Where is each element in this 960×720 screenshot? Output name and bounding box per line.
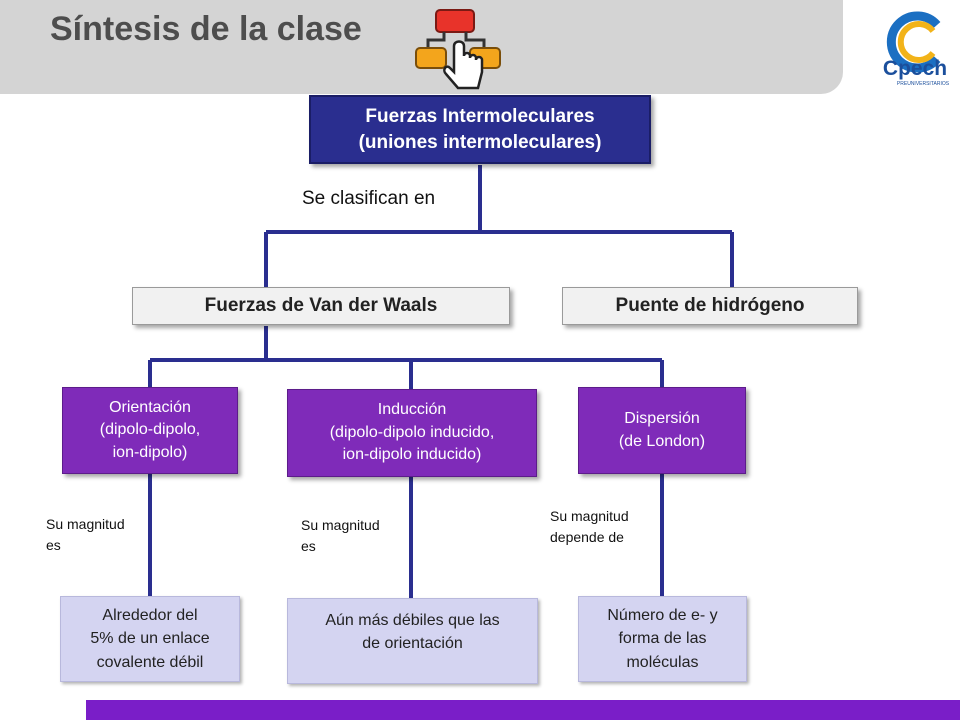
dispersion-line2: (de London) [618,432,706,450]
root-node: Fuerzas Intermoleculares (uniones interm… [309,95,651,164]
hbond-node: Puente de hidrógeno [562,287,858,325]
result-node-3: Número de e- y forma de las moléculas [578,596,747,682]
induction-node: Inducción (dipolo-dipolo inducido, ion-d… [287,389,537,477]
logo-subtext: PREUNIVERSITARIOS [897,81,950,87]
classify-label: Se clasifican en [302,188,436,209]
cpech-logo: Cpech PREUNIVERSITARIOS [883,11,950,87]
bottom-bar [86,700,960,720]
orientation-line3: ion-dipolo) [112,443,188,461]
orientation-line2: (dipolo-dipolo, [99,421,201,439]
root-line2: (uniones intermoleculares) [358,131,602,153]
orientation-node: Orientación (dipolo-dipolo, ion-dipolo) [62,387,238,474]
result1-line1: Alrededor del [102,607,198,625]
result2-line2: de orientación [362,635,463,653]
result1-line2: 5% de un enlace [90,630,210,648]
vdw-node: Fuerzas de Van der Waals [132,287,510,325]
result2-line1: Aún más débiles que las [325,612,500,629]
result3-line2: forma de las [618,630,707,648]
page-title: Síntesis de la clase [50,10,362,48]
result1-line3: covalente débil [96,653,204,671]
induction-line2: (dipolo-dipolo inducido, [329,423,495,441]
flowchart-pointer-icon [415,9,501,90]
magnitude-label-2: Su magnitud es [301,517,380,554]
induction-line1: Inducción [377,401,447,419]
induction-line3: ion-dipolo inducido) [342,446,482,464]
orientation-line1: Orientación [109,398,191,416]
result-node-2: Aún más débiles que las de orientación [287,598,538,684]
magnitude-label-3: Su magnitud depende de [550,508,629,545]
magnitude-label-1: Su magnitud es [46,516,125,553]
result3-line3: moléculas [626,653,699,671]
logo-text: Cpech [883,57,947,80]
result-node-1: Alrededor del 5% de un enlace covalente … [60,596,240,682]
dispersion-line1: Dispersión [624,410,700,428]
dispersion-node: Dispersión (de London) [578,387,746,474]
result3-line1: Número de e- y [607,607,718,625]
root-line1: Fuerzas Intermoleculares [365,105,595,127]
